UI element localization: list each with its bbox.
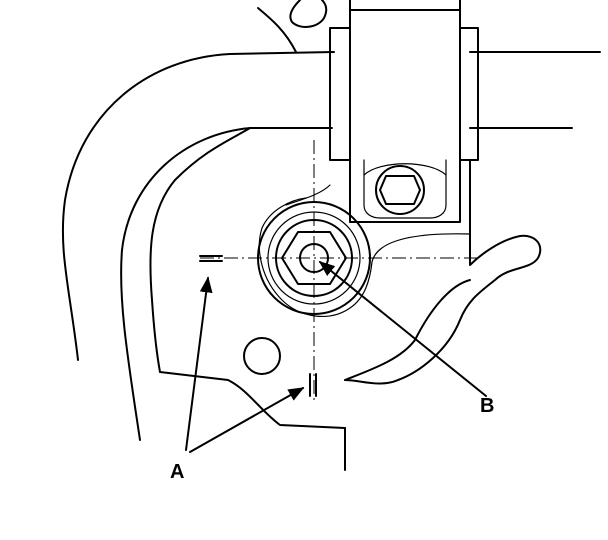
callout-label-a: A [170, 461, 184, 483]
upper-bracket-outline [257, 0, 328, 53]
small-hole [243, 337, 281, 375]
callout-label-b: B [480, 395, 494, 417]
upper-hex-bolt [375, 165, 425, 215]
bushing-housing [329, 0, 479, 223]
flange-nut [257, 201, 371, 315]
alignment-mark-horizontal [199, 255, 223, 262]
alignment-mark-vertical [309, 373, 317, 397]
stabilizer-bar [61, 51, 601, 441]
knuckle-bracket [149, 127, 542, 471]
leader-lines [185, 260, 487, 453]
centerlines [200, 140, 480, 400]
